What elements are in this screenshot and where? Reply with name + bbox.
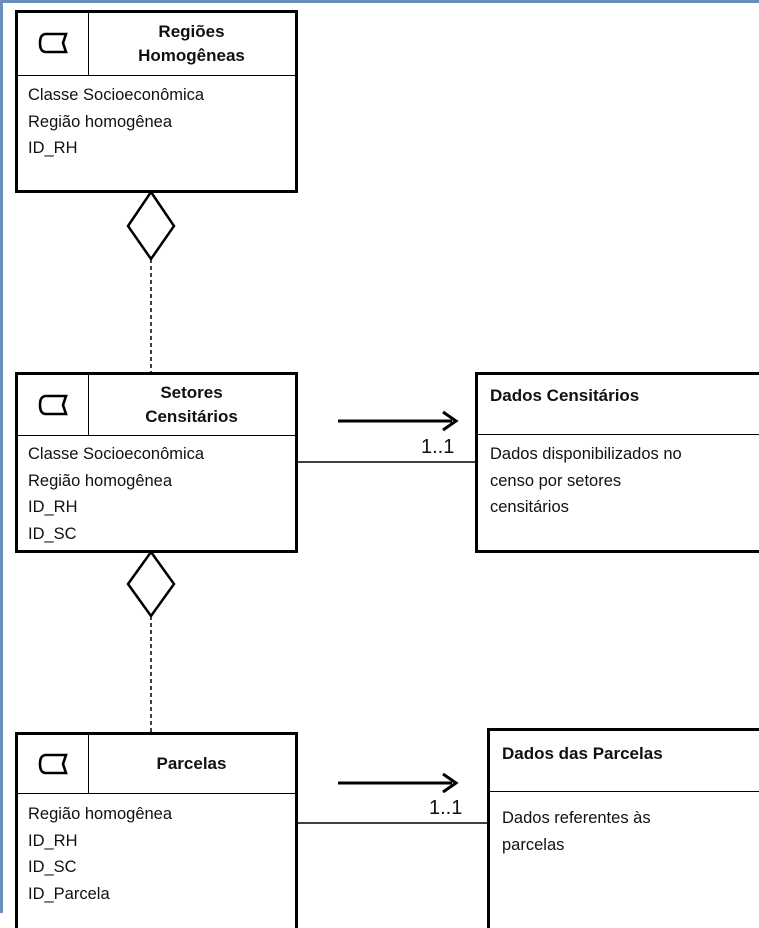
entity-header: Setores Censitários bbox=[18, 375, 295, 436]
entity-title: Dados das Parcelas bbox=[502, 744, 663, 763]
attribute: Classe Socioeconômica bbox=[28, 86, 205, 104]
title-line-2: Homogêneas bbox=[138, 46, 245, 65]
description-line: Dados disponibilizados no bbox=[490, 445, 682, 463]
entity-parcelas: Parcelas Região homogênea ID_RH ID_SC ID… bbox=[15, 732, 298, 928]
entity-description: Dados referentes às parcelas bbox=[502, 805, 759, 858]
entity-dados-das-parcelas: Dados das Parcelas Dados referentes às p… bbox=[487, 728, 759, 928]
multiplicity-label-dados-parcelas: 1..1 bbox=[429, 797, 463, 819]
entity-header: Dados Censitários bbox=[478, 375, 759, 435]
spatial-object-icon bbox=[38, 394, 68, 416]
aggregation-diamond-regioes bbox=[126, 189, 176, 262]
entity-setores-censitarios: Setores Censitários Classe Socioeconômic… bbox=[15, 372, 298, 553]
attribute: Região homogênea bbox=[28, 112, 173, 131]
aggregation-diamond-setores bbox=[126, 549, 176, 619]
title-line-1: Setores bbox=[160, 383, 223, 402]
attribute-list: Região homogênea ID_RH ID_SC ID_Parcela bbox=[28, 801, 172, 907]
attribute: ID_RH bbox=[28, 498, 78, 516]
attribute: ID_RH bbox=[28, 139, 78, 157]
entity-description: Dados disponibilizados no censo por seto… bbox=[490, 441, 757, 521]
title-line-1: Regiões bbox=[158, 22, 225, 41]
title-line-2: Censitários bbox=[145, 407, 238, 426]
entity-header: Dados das Parcelas bbox=[490, 731, 759, 792]
description-line: parcelas bbox=[502, 835, 565, 854]
frame-top-edge bbox=[0, 0, 759, 3]
attribute-list: Classe Socioeconômica Região homogênea I… bbox=[28, 441, 204, 547]
description-line: censitários bbox=[490, 498, 569, 516]
attribute: Região homogênea bbox=[28, 471, 173, 490]
entity-title: Parcelas bbox=[88, 735, 295, 793]
direction-arrow-dados-parcelas bbox=[338, 772, 459, 794]
entity-title: Setores Censitários bbox=[88, 375, 295, 435]
spatial-object-icon bbox=[38, 32, 68, 54]
direction-arrow-dados-censitarios bbox=[338, 410, 459, 432]
entity-title: Regiões Homogêneas bbox=[88, 13, 295, 75]
attribute: ID_SC bbox=[28, 524, 77, 543]
icon-cell bbox=[18, 375, 89, 435]
entity-header: Parcelas bbox=[18, 735, 295, 794]
description-line: Dados referentes às bbox=[502, 809, 651, 827]
icon-cell bbox=[18, 735, 89, 793]
spatial-object-icon bbox=[38, 753, 68, 775]
attribute-list: Classe Socioeconômica Região homogênea I… bbox=[28, 82, 204, 162]
description-line: censo por setores bbox=[490, 471, 622, 490]
entity-header: Regiões Homogêneas bbox=[18, 13, 295, 76]
attribute: ID_Parcela bbox=[28, 884, 110, 903]
entity-title: Dados Censitários bbox=[490, 386, 640, 405]
frame-left-edge bbox=[0, 0, 3, 913]
attribute: ID_RH bbox=[28, 831, 78, 850]
attribute: ID_SC bbox=[28, 858, 77, 876]
attribute: Região homogênea bbox=[28, 805, 173, 823]
icon-cell bbox=[18, 13, 89, 75]
multiplicity-label-dados-censitarios: 1..1 bbox=[421, 436, 455, 458]
entity-regioes-homogeneas: Regiões Homogêneas Classe Socioeconômica… bbox=[15, 10, 298, 193]
entity-dados-censitarios: Dados Censitários Dados disponibilizados… bbox=[475, 372, 759, 553]
title-text: Parcelas bbox=[156, 754, 227, 773]
attribute: Classe Socioeconômica bbox=[28, 445, 205, 463]
